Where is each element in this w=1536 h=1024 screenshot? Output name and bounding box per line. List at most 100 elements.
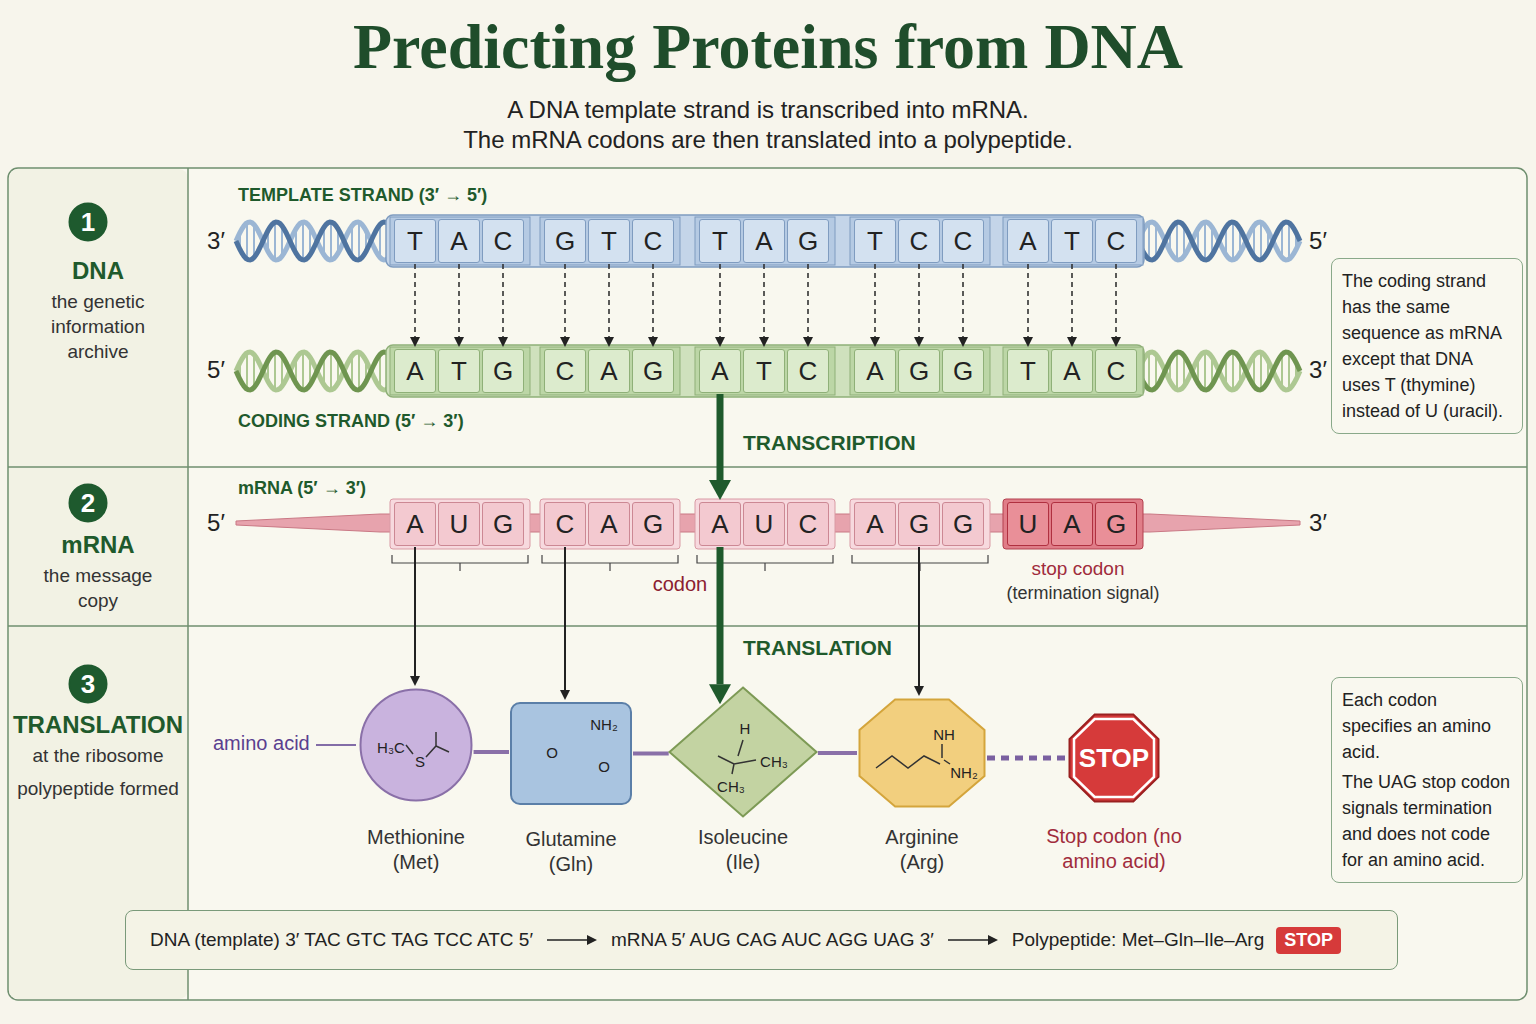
node-text: A [711,356,728,387]
node-text: A [866,356,883,387]
translation-arrow [717,547,724,684]
base-pairing-arrow [502,264,504,337]
subtitle: A DNA template strand is transcribed int… [507,96,1029,124]
node-text: C [556,356,575,387]
left-column [9,169,188,999]
codon-band [540,217,680,265]
mrna-base: A [854,502,896,546]
base-pair-rung [302,352,304,390]
base-pairing-arrow [719,264,721,337]
helix-strand [236,352,392,390]
step-panel: TRANSLATIONat the ribosomepolypeptide fo… [8,626,188,900]
node-text: Each codon specifies an amino acid. [1342,687,1512,765]
node-text: mRNA 5′ AUG CAG AUC AGG UAG 3′ [611,929,934,951]
template-base: T [699,219,741,263]
codon-bracket [392,555,528,571]
codon-band [1003,217,1143,265]
node-text: C [799,509,818,540]
peptide-bond [474,750,509,754]
node-text: A [1019,226,1036,257]
codon-band [390,217,530,265]
node-text: C [494,226,513,257]
node-text: A [600,356,617,387]
node-text: Arginine (Arg) [885,825,958,875]
template-strand-bar [386,215,1144,267]
amino-acid-shape: HCH₃CH₃Isoleucine (Ile) [668,686,818,818]
node-text: T [1020,356,1036,387]
node-text: polypeptide formed [16,776,181,801]
base-pair-rung [1232,352,1234,390]
base-pair-rung [1288,353,1290,389]
mrna-base: U [438,502,480,546]
node-text: CH₃ [760,753,788,770]
helix-strand [1138,222,1300,260]
node-text: G [953,509,973,540]
codon-bracket [542,555,678,571]
coding-base: T [1007,349,1049,393]
amino-acid-shape: NHNH₂Arginine (Arg) [858,698,986,808]
base-pair-rung [1176,352,1178,389]
codon-band [695,499,835,549]
node-text: H₃C [377,739,405,756]
mrna-base: G [942,502,984,546]
row-divider [8,466,1527,468]
base-pair-rung [246,353,248,389]
coding-strand-bar [386,345,1144,397]
node-text: A [1063,356,1080,387]
node-text: The coding strand has the same sequence … [1342,268,1512,424]
mrna-base: G [632,502,674,546]
coding-base: A [394,349,436,393]
mrna-base: A [588,502,630,546]
node-text: C [799,356,818,387]
base-pairing-arrow [458,264,460,337]
node-text: A [1063,509,1080,540]
node-text: U [450,509,469,540]
node-text: 1 [81,207,95,238]
coding-base: C [1095,349,1137,393]
codon-band [1003,347,1143,395]
node-text: CH₃ [717,778,745,795]
node-text: T [756,356,772,387]
base-pair-rung [330,352,332,390]
node-text: T [867,226,883,257]
template-base: G [787,219,829,263]
stop-badge: STOP [1276,927,1341,954]
node-text: A [406,509,423,540]
template-base: A [438,219,480,263]
base-pairing-arrow [962,264,964,337]
node-text: T [712,226,728,257]
stop-sign: STOPStop codon (no amino acid) [1068,713,1160,803]
base-pair-rung [246,223,248,259]
node-text: O [546,744,558,761]
coding-base: T [438,349,480,393]
peptide-bond [818,751,857,755]
base-pairing-arrow [1027,264,1029,337]
node-text: G [493,356,513,387]
base-pair-rung [358,222,360,259]
node-text: NH₂ [950,764,978,781]
base-pairing-arrow [608,264,610,337]
node-text: T [451,356,467,387]
strand-label: mRNA (5′ → 3′) [238,478,366,499]
coding-base: T [743,349,785,393]
row-divider [8,625,1527,627]
node-text: the genetic information archive [28,289,168,364]
base-pairing-arrow [652,264,654,337]
coding-base: A [854,349,896,393]
node-text: NH [933,726,955,743]
end-label: 3′ [1309,356,1327,384]
stop-codon-base: A [1051,502,1093,546]
template-base: G [544,219,586,263]
node-text: A [755,226,772,257]
template-base: A [743,219,785,263]
node-text: TRANSLATION [8,711,188,739]
base-pair-rung [1204,222,1206,260]
step-number: 2 [68,483,108,523]
subtitle: The mRNA codons are then translated into… [463,126,1073,154]
step-panel: DNAthe genetic information archive1 [8,168,188,467]
translation-arrow [918,547,920,686]
node-text: O [598,758,610,775]
amino-acid-shape: H₃CSMethionine (Met) [359,688,473,802]
node-text: STOP [1284,930,1333,951]
template-base: C [632,219,674,263]
